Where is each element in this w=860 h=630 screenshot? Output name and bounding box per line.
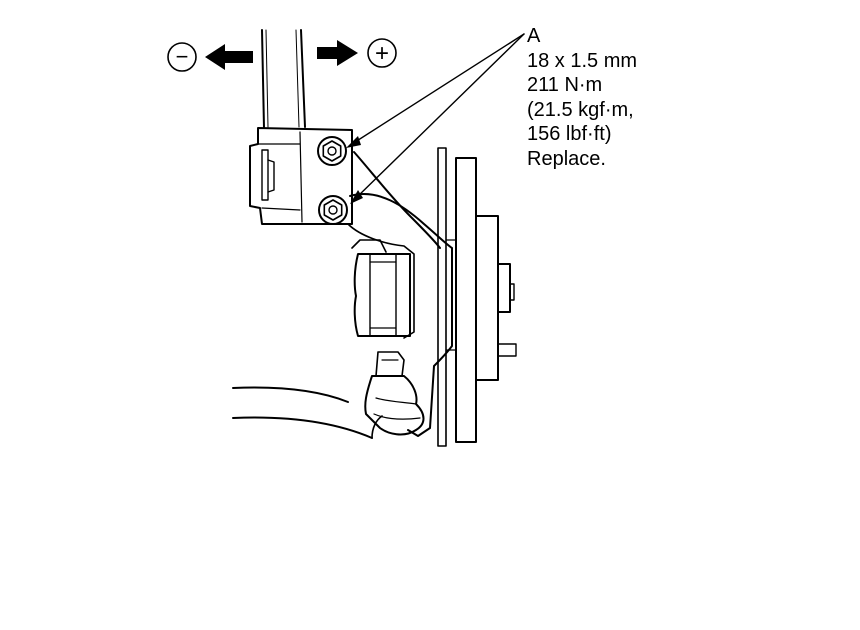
bolt-callout: A 18 x 1.5 mm 211 N·m (21.5 kgf·m, 156 l… bbox=[527, 24, 637, 171]
callout-torque-kgf: (21.5 kgf·m, bbox=[527, 98, 634, 121]
leader-line-upper bbox=[351, 33, 525, 145]
callout-thread-size: 18 x 1.5 mm bbox=[527, 49, 638, 72]
leader-arrowhead-lower bbox=[350, 190, 363, 204]
lower-control-arm bbox=[232, 386, 383, 439]
plus-sign: + bbox=[375, 40, 389, 67]
callout-letter: A bbox=[527, 25, 541, 47]
callout-leaders bbox=[346, 33, 525, 204]
knuckle-bushing bbox=[353, 253, 411, 337]
callout-torque-nm: 211 N·m bbox=[527, 74, 603, 96]
flange-bolt-lower bbox=[318, 195, 348, 225]
ball-joint-boot bbox=[364, 351, 425, 436]
minus-circle-icon bbox=[167, 42, 197, 72]
leader-line-lower bbox=[354, 33, 525, 200]
plus-circle-icon bbox=[367, 38, 397, 68]
flange-bolt-icon bbox=[317, 136, 347, 166]
damper-fork-bracket bbox=[249, 127, 353, 225]
left-arrow-icon bbox=[205, 44, 253, 70]
callout-torque-lbf: 156 lbf·ft) bbox=[527, 123, 612, 145]
minus-direction-indicator: − bbox=[167, 42, 253, 72]
right-arrow-icon bbox=[317, 40, 358, 66]
callout-instruction: Replace. bbox=[527, 147, 606, 170]
minus-sign: − bbox=[176, 44, 189, 69]
flange-bolt-icon bbox=[318, 195, 348, 225]
brake-disc-hub bbox=[437, 147, 517, 447]
plus-direction-indicator: + bbox=[317, 38, 397, 68]
leader-arrowhead-upper bbox=[346, 136, 361, 148]
steering-knuckle bbox=[347, 151, 453, 437]
flange-bolt-upper bbox=[317, 136, 347, 166]
damper-tube bbox=[261, 29, 306, 129]
